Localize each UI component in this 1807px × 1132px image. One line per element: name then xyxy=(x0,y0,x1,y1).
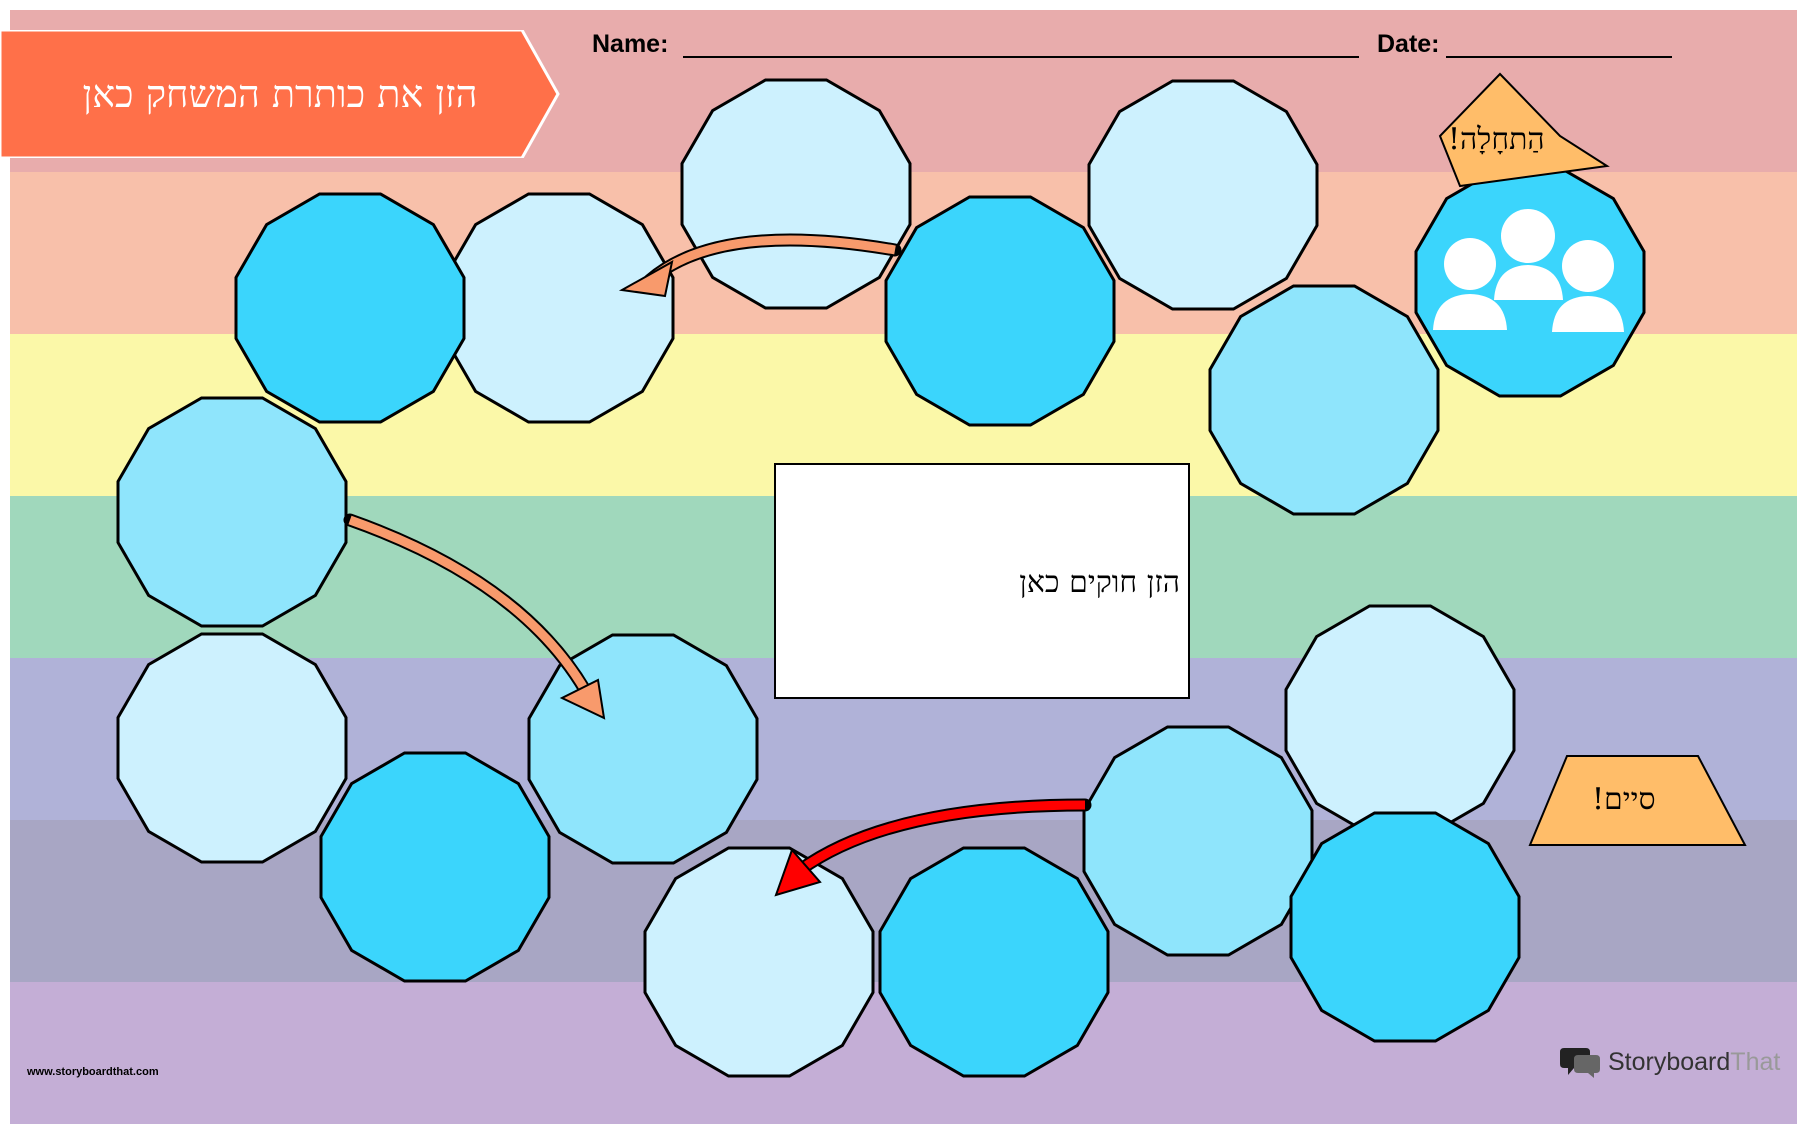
board-space xyxy=(1087,79,1319,311)
title-banner xyxy=(0,30,560,158)
players-icon xyxy=(1433,209,1624,332)
board-space xyxy=(1289,811,1521,1043)
arrow-middle xyxy=(343,513,606,720)
board-space xyxy=(1208,284,1440,516)
board-space xyxy=(680,78,912,310)
footer-url[interactable]: www.storyboardthat.com xyxy=(27,1066,159,1078)
game-title[interactable]: הזן את כותרת המשחק כאן xyxy=(82,71,478,116)
board-space xyxy=(319,751,551,983)
board-space xyxy=(643,846,875,1078)
board-space xyxy=(878,846,1110,1078)
rules-text: הזן חוקים כאן xyxy=(1019,565,1180,600)
storyboardthat-logo[interactable]: StoryboardThat xyxy=(1560,1045,1780,1079)
logo-word-that: That xyxy=(1730,1047,1781,1076)
name-label: Name: xyxy=(592,30,669,58)
arrow-bottom xyxy=(774,798,1092,897)
board-space xyxy=(443,192,675,424)
start-label: הַתחָלָה! xyxy=(1448,122,1545,157)
date-field[interactable] xyxy=(1446,40,1672,58)
board-space xyxy=(1284,604,1516,836)
name-field[interactable] xyxy=(683,40,1359,58)
board-space xyxy=(116,632,348,864)
start-tag xyxy=(1438,72,1610,188)
board-space xyxy=(527,633,759,865)
logo-word-storyboard: Storyboard xyxy=(1608,1047,1731,1076)
finish-label: סיים! xyxy=(1592,782,1656,817)
arrow-top xyxy=(618,233,902,298)
board-space xyxy=(116,396,348,628)
board-space xyxy=(884,195,1116,427)
date-label: Date: xyxy=(1377,30,1440,58)
speech-bubble-icon xyxy=(1560,1048,1600,1078)
finish-tag xyxy=(1528,755,1747,846)
board-space xyxy=(1082,725,1314,957)
board-space xyxy=(234,192,466,424)
rules-box[interactable]: הזן חוקים כאן xyxy=(774,463,1190,699)
